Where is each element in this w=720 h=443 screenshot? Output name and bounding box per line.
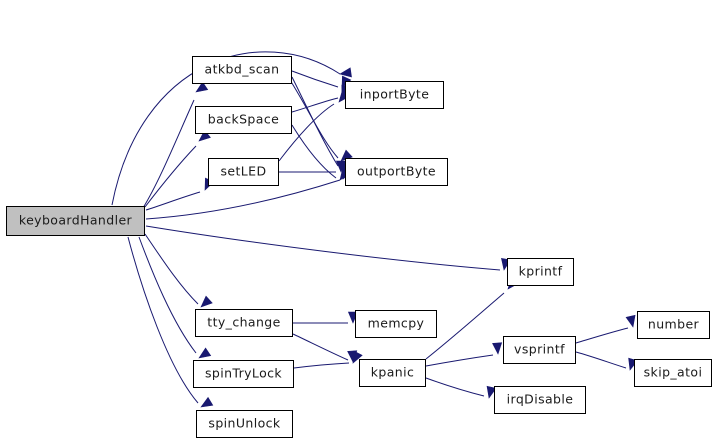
graph-node-skip_atoi[interactable]: skip_atoi (634, 359, 712, 387)
graph-node-tty_change[interactable]: tty_change (195, 309, 293, 337)
graph-edge-tty_change-to-kpanic (292, 333, 349, 361)
graph-node-inportByte[interactable]: inportByte (345, 81, 444, 109)
graph-node-label: kpanic (370, 364, 415, 380)
graph-node-label: tty_change (207, 314, 281, 330)
graph-node-label: number (647, 316, 700, 332)
graph-node-label: spinUnlock (208, 415, 281, 431)
graph-node-kprintf[interactable]: kprintf (507, 258, 574, 286)
graph-edge-atkbd_scan-to-inportByte (289, 79, 339, 159)
graph-node-vsprintf[interactable]: vsprintf (503, 336, 576, 364)
graph-arrowhead-keyboardHandler-to-inportByte (339, 67, 352, 78)
graph-edge-keyboardHandler-to-spinUnlock (127, 236, 199, 404)
graph-node-irqDisable[interactable]: irqDisable (494, 386, 586, 414)
graph-edge-keyboardHandler-to-spinTryLock (138, 236, 197, 354)
graph-node-label: inportByte (359, 86, 430, 102)
graph-node-label: keyboardHandler (18, 212, 133, 228)
graph-node-label: backSpace (207, 111, 280, 127)
graph-node-spinUnlock[interactable]: spinUnlock (196, 410, 293, 438)
graph-arrowhead-spinTryLock-to-kpanic (347, 350, 358, 363)
graph-arrowhead-keyboardHandler-to-atkbd_scan (195, 81, 209, 93)
graph-edge-keyboardHandler-to-atkbd_scan (142, 99, 195, 209)
graph-node-spinTryLock[interactable]: spinTryLock (193, 360, 294, 388)
graph-arrowhead-kpanic-to-vsprintf (492, 342, 503, 355)
graph-edge-keyboardHandler-to-setLED (145, 191, 201, 211)
graph-edge-backSpace-to-outportByte (291, 124, 337, 179)
graph-node-label: vsprintf (514, 341, 565, 357)
graph-edge-keyboardHandler-to-kprintf (145, 225, 501, 271)
graph-node-label: atkbd_scan (204, 61, 280, 77)
graph-node-setLED[interactable]: setLED (208, 158, 279, 186)
graph-node-number[interactable]: number (637, 311, 710, 339)
graph-node-label: kprintf (518, 263, 563, 279)
graph-node-label: outportByte (356, 163, 437, 179)
graph-edge-backSpace-to-inportByte (291, 97, 339, 113)
graph-edge-vsprintf-to-skip_atoi (575, 351, 627, 369)
graph-arrowhead-keyboardHandler-to-tty_change (200, 295, 213, 308)
graph-node-kpanic[interactable]: kpanic (359, 359, 426, 387)
graph-edge-keyboardHandler-to-backSpace (144, 145, 197, 208)
graph-node-label: setLED (220, 163, 267, 179)
graph-node-outportByte[interactable]: outportByte (345, 158, 448, 186)
graph-node-label: skip_atoi (643, 364, 703, 380)
graph-node-label: memcpy (367, 315, 425, 331)
graph-arrowhead-vsprintf-to-number (625, 314, 636, 328)
graph-arrowhead-keyboardHandler-to-spinTryLock (198, 347, 212, 359)
graph-edge-keyboardHandler-to-tty_change (144, 233, 199, 305)
graph-edge-atkbd_scan-to-inportByte (291, 70, 339, 88)
graph-edge-kpanic-to-kprintf (425, 292, 505, 360)
graph-arrowhead-keyboardHandler-to-spinUnlock (200, 396, 214, 408)
graph-edge-atkbd_scan-to-outportByte (291, 76, 339, 167)
graph-node-memcpy[interactable]: memcpy (355, 310, 437, 338)
graph-edge-vsprintf-to-number (575, 327, 629, 344)
graph-node-label: irqDisable (506, 391, 574, 407)
graph-node-keyboardHandler[interactable]: keyboardHandler (6, 206, 145, 236)
graph-edge-keyboardHandler-to-outportByte (145, 179, 341, 220)
graph-arrowhead-kpanic-to-irqDisable (486, 385, 497, 399)
graph-node-atkbd_scan[interactable]: atkbd_scan (192, 56, 292, 84)
graph-arrowhead-setLED-to-outportByte (335, 160, 347, 173)
graph-node-label: spinTryLock (204, 365, 283, 381)
graph-edge-kpanic-to-vsprintf (425, 354, 494, 367)
graph-edge-spinTryLock-to-kpanic (293, 362, 350, 369)
graph-edge-setLED-to-inportByte (278, 103, 335, 162)
graph-node-backSpace[interactable]: backSpace (195, 106, 292, 134)
graph-edge-kpanic-to-irqDisable (425, 377, 485, 397)
